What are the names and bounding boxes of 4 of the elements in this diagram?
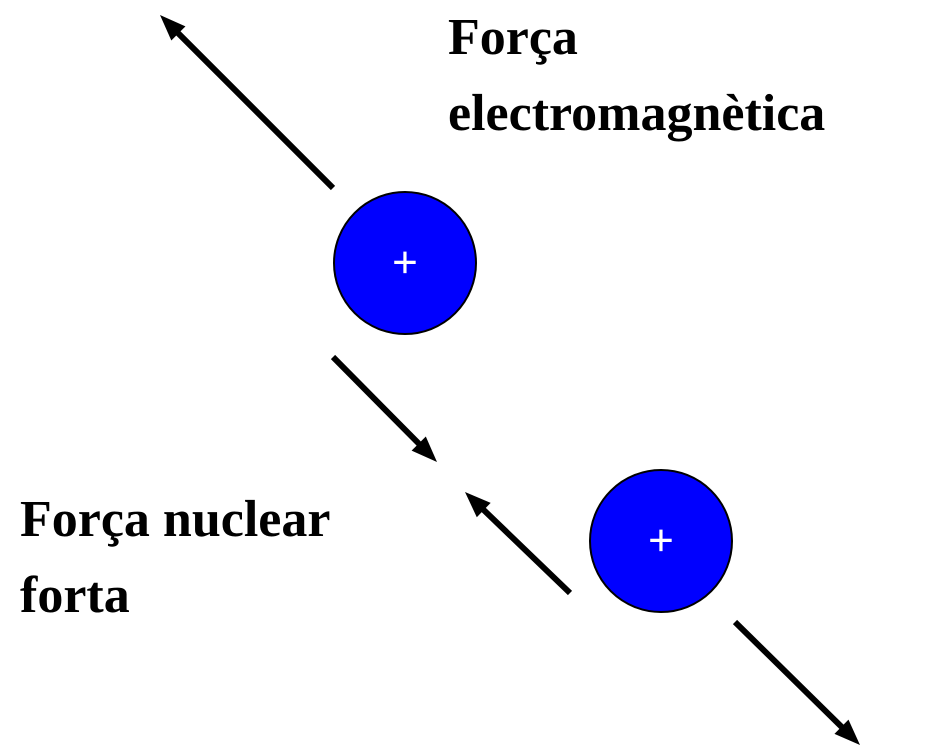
force-label: Força nuclear forta bbox=[20, 490, 331, 626]
force-label: Força electromagnètica bbox=[448, 8, 826, 144]
charge-sign: + bbox=[392, 241, 418, 285]
charge-sign: + bbox=[648, 519, 674, 563]
